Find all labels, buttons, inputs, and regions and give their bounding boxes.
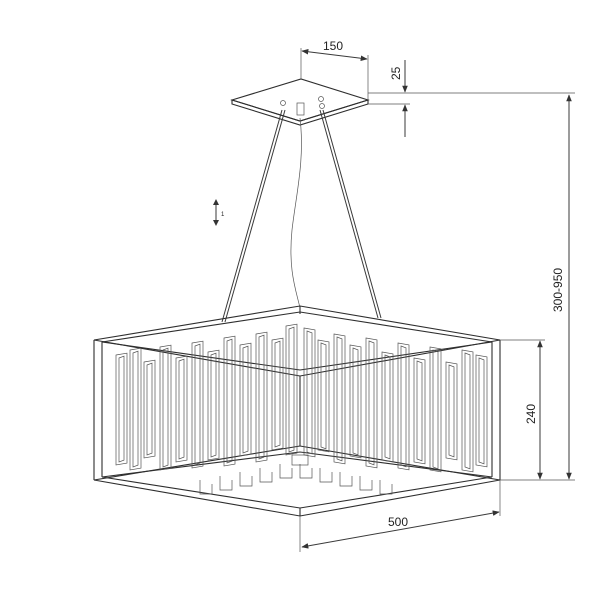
crystal-panel	[381, 351, 394, 463]
canopy-height-label: 25	[389, 66, 403, 80]
crystal-panel	[175, 355, 188, 463]
dimension-canopy-width: 150	[300, 39, 369, 100]
dimension-shade-width: 500	[299, 480, 501, 552]
crystal-panel	[129, 347, 142, 471]
crystal-panel	[191, 340, 204, 469]
crystal-panel	[115, 352, 128, 466]
crystal-panel	[143, 359, 156, 459]
crystal-panel	[349, 344, 362, 459]
bottom-fitting	[291, 454, 309, 466]
crystal-panel	[333, 333, 346, 465]
svg-text:1: 1	[221, 212, 225, 218]
dimension-canopy-height: 25	[368, 60, 575, 137]
height-adjust-icon: 1	[213, 199, 225, 226]
crystal-panel	[413, 357, 426, 465]
canopy-width-label: 150	[323, 39, 343, 53]
crystal-panel	[365, 337, 378, 469]
bottom-meander-pattern	[199, 464, 393, 495]
dimension-shade-height: 240	[500, 339, 545, 480]
crystal-panel	[429, 346, 442, 473]
crystal-panel	[207, 349, 220, 461]
crystal-panel	[255, 331, 268, 463]
crystal-panel	[285, 323, 298, 456]
crystal-panel	[303, 327, 316, 458]
crystal-panel	[397, 342, 410, 471]
crystal-panel	[461, 349, 474, 473]
crystal-panel	[475, 354, 488, 468]
crystal-panel	[159, 344, 172, 471]
crystal-panels	[115, 323, 488, 495]
shade-width-label: 500	[388, 515, 408, 529]
crystal-panel	[239, 342, 252, 457]
total-height-label: 300-950	[551, 268, 565, 312]
crystal-panel	[317, 339, 330, 453]
crystal-panel	[271, 337, 284, 451]
crystal-panel	[223, 335, 236, 467]
crystal-panel	[445, 361, 458, 461]
shade-height-label: 240	[524, 404, 538, 424]
suspension-cables	[221, 109, 382, 323]
dimension-total-height: 300-950	[500, 94, 575, 481]
